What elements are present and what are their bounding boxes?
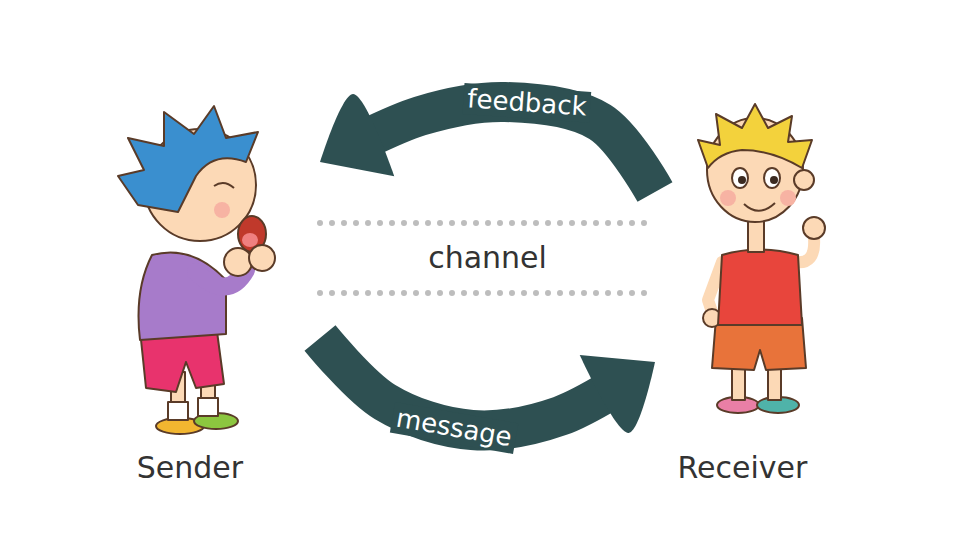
person-node: Receiver (655, 95, 830, 487)
person-label: Sender (133, 448, 247, 487)
arrow-head (580, 355, 655, 433)
person-label: Receiver (674, 448, 812, 487)
channel-label: channel (424, 240, 551, 276)
arrow-head (320, 94, 394, 176)
dotted-line (320, 220, 655, 226)
sender-figure (118, 106, 275, 434)
dotted-line (320, 290, 655, 296)
person-node: Sender (60, 95, 320, 487)
arrow-label: message (390, 402, 518, 454)
channel-lines (320, 223, 655, 293)
receiver-figure (698, 104, 825, 413)
arrow-label: feedback (462, 83, 591, 123)
